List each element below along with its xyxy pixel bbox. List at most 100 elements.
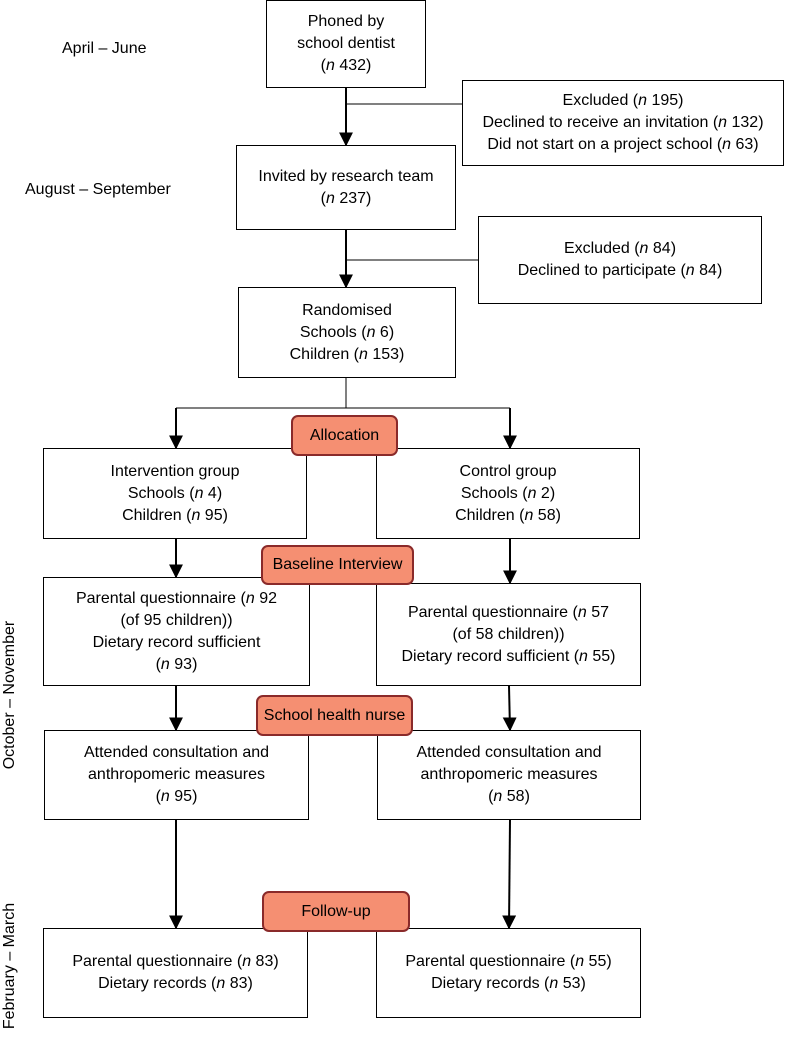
box-line: Excluded (n 84) xyxy=(564,238,676,260)
period-label-february-march: February – March xyxy=(1,902,18,1030)
box-text: Declined to receive an invitation ( xyxy=(482,114,719,131)
box-text: anthropomeric measures xyxy=(420,766,598,783)
box-text: 195) xyxy=(647,92,684,109)
box-line: (n 93) xyxy=(156,654,198,676)
n-symbol: n xyxy=(718,114,728,131)
box-text: Children ( xyxy=(289,345,359,363)
box-line: Schools (n 4) xyxy=(128,483,222,505)
box-line: Intervention group xyxy=(111,461,240,483)
box-text: school dentist xyxy=(297,35,395,52)
box-text: ( xyxy=(155,788,161,805)
box-text: Attended consultation and xyxy=(416,744,602,761)
period-label-august-september: August – September xyxy=(25,181,171,198)
school-health-nurse-tag: School health nurse xyxy=(256,695,413,736)
box-text: Did not start on a project school ( xyxy=(487,136,723,153)
box-text: 63) xyxy=(731,136,759,153)
box-text: Parental questionnaire ( xyxy=(407,603,578,621)
box-line: Dietary record sufficient (n 55) xyxy=(401,646,615,668)
box-text: 95) xyxy=(200,506,228,524)
box-text: 237) xyxy=(334,189,372,207)
box-text: anthropomeric measures xyxy=(88,766,265,783)
n-symbol: n xyxy=(722,136,732,153)
n-symbol: n xyxy=(524,506,534,524)
n-symbol: n xyxy=(638,92,648,109)
box-line: (of 58 children)) xyxy=(452,624,564,646)
box-text: 57 xyxy=(586,603,610,621)
box-text: 93) xyxy=(169,655,198,673)
box-line: Parental questionnaire (n 92 xyxy=(76,588,277,610)
box-text: Parental questionnaire ( xyxy=(72,953,243,970)
box-line: Randomised xyxy=(302,300,392,322)
box-line: Children (n 58) xyxy=(455,505,561,527)
box-text: 92 xyxy=(254,589,278,607)
box-text: Children ( xyxy=(455,506,525,524)
n-symbol: n xyxy=(685,262,695,279)
box-text: 2) xyxy=(536,484,556,502)
excluded-participate-box: Excluded (n 84)Declined to participate (… xyxy=(478,216,762,304)
phoned-box: Phoned by school dentist (n 432) xyxy=(266,0,426,88)
excluded-invitation-box: Excluded (n 195)Declined to receive an i… xyxy=(462,80,784,166)
allocation-tag: Allocation xyxy=(291,415,398,456)
box-line: (n 58) xyxy=(488,786,530,808)
n-symbol: n xyxy=(216,975,226,992)
box-line: anthropomeric measures xyxy=(421,764,598,786)
box-text: 432) xyxy=(334,57,372,74)
box-line: Parental questionnaire (n 57 xyxy=(408,602,609,624)
n-symbol: n xyxy=(575,953,585,970)
box-text: Dietary record sufficient xyxy=(92,633,261,651)
box-line: Invited by research team xyxy=(258,166,433,188)
box-text: Parental questionnaire ( xyxy=(405,953,576,970)
box-line: (n 432) xyxy=(321,55,372,77)
period-label-october-november: October – November xyxy=(1,620,18,770)
box-line: Children (n 153) xyxy=(290,344,405,366)
box-text: 132) xyxy=(727,114,764,131)
n-symbol: n xyxy=(325,189,335,207)
period-label-april-june: April – June xyxy=(62,40,147,57)
control-nurse-box: Attended consultation and anthropomeric m… xyxy=(377,730,641,820)
n-symbol: n xyxy=(366,323,376,341)
box-text: (of 95 children)) xyxy=(120,611,233,629)
box-text: 58) xyxy=(533,506,561,524)
box-text: 153) xyxy=(367,345,405,363)
n-symbol: n xyxy=(245,589,255,607)
n-symbol: n xyxy=(493,788,503,805)
box-text: Declined to participate ( xyxy=(517,262,686,279)
n-symbol: n xyxy=(358,345,368,363)
box-text: 4) xyxy=(203,484,223,502)
box-text: 84) xyxy=(694,262,723,279)
box-line: Dietary records (n 83) xyxy=(98,973,253,995)
box-text: Excluded ( xyxy=(563,240,640,257)
box-text: ( xyxy=(488,788,494,805)
box-line: Schools (n 6) xyxy=(300,322,394,344)
box-text: 53) xyxy=(558,975,586,992)
n-symbol: n xyxy=(577,603,587,621)
box-text: Children ( xyxy=(122,506,192,524)
intervention-baseline-box: Parental questionnaire (n 92(of 95 child… xyxy=(43,577,310,686)
box-text: 55) xyxy=(584,953,612,970)
box-line: Declined to participate (n 84) xyxy=(518,260,723,282)
box-line: Dietary record sufficient xyxy=(93,632,261,654)
box-line: (of 95 children)) xyxy=(120,610,232,632)
box-text: 84) xyxy=(648,240,677,257)
box-text: Parental questionnaire ( xyxy=(75,589,246,607)
follow-up-tag: Follow-up xyxy=(262,891,410,932)
box-line: Attended consultation and xyxy=(416,742,601,764)
n-symbol: n xyxy=(527,484,537,502)
box-text: Schools ( xyxy=(127,484,195,502)
box-line: Phoned by xyxy=(308,11,385,33)
box-text: Invited by research team xyxy=(258,167,434,185)
n-symbol: n xyxy=(160,655,170,673)
box-text: Schools ( xyxy=(460,484,528,502)
n-symbol: n xyxy=(194,484,204,502)
box-text: (of 58 children)) xyxy=(452,625,565,643)
box-text: ( xyxy=(155,655,161,673)
box-line: Children (n 95) xyxy=(122,505,228,527)
box-line: school dentist xyxy=(297,33,395,55)
box-line: Dietary records (n 53) xyxy=(431,973,586,995)
control-followup-box: Parental questionnaire (n 55) Dietary rec… xyxy=(376,928,641,1018)
box-line: anthropomeric measures xyxy=(88,764,265,786)
box-line: Declined to receive an invitation (n 132… xyxy=(482,112,763,134)
